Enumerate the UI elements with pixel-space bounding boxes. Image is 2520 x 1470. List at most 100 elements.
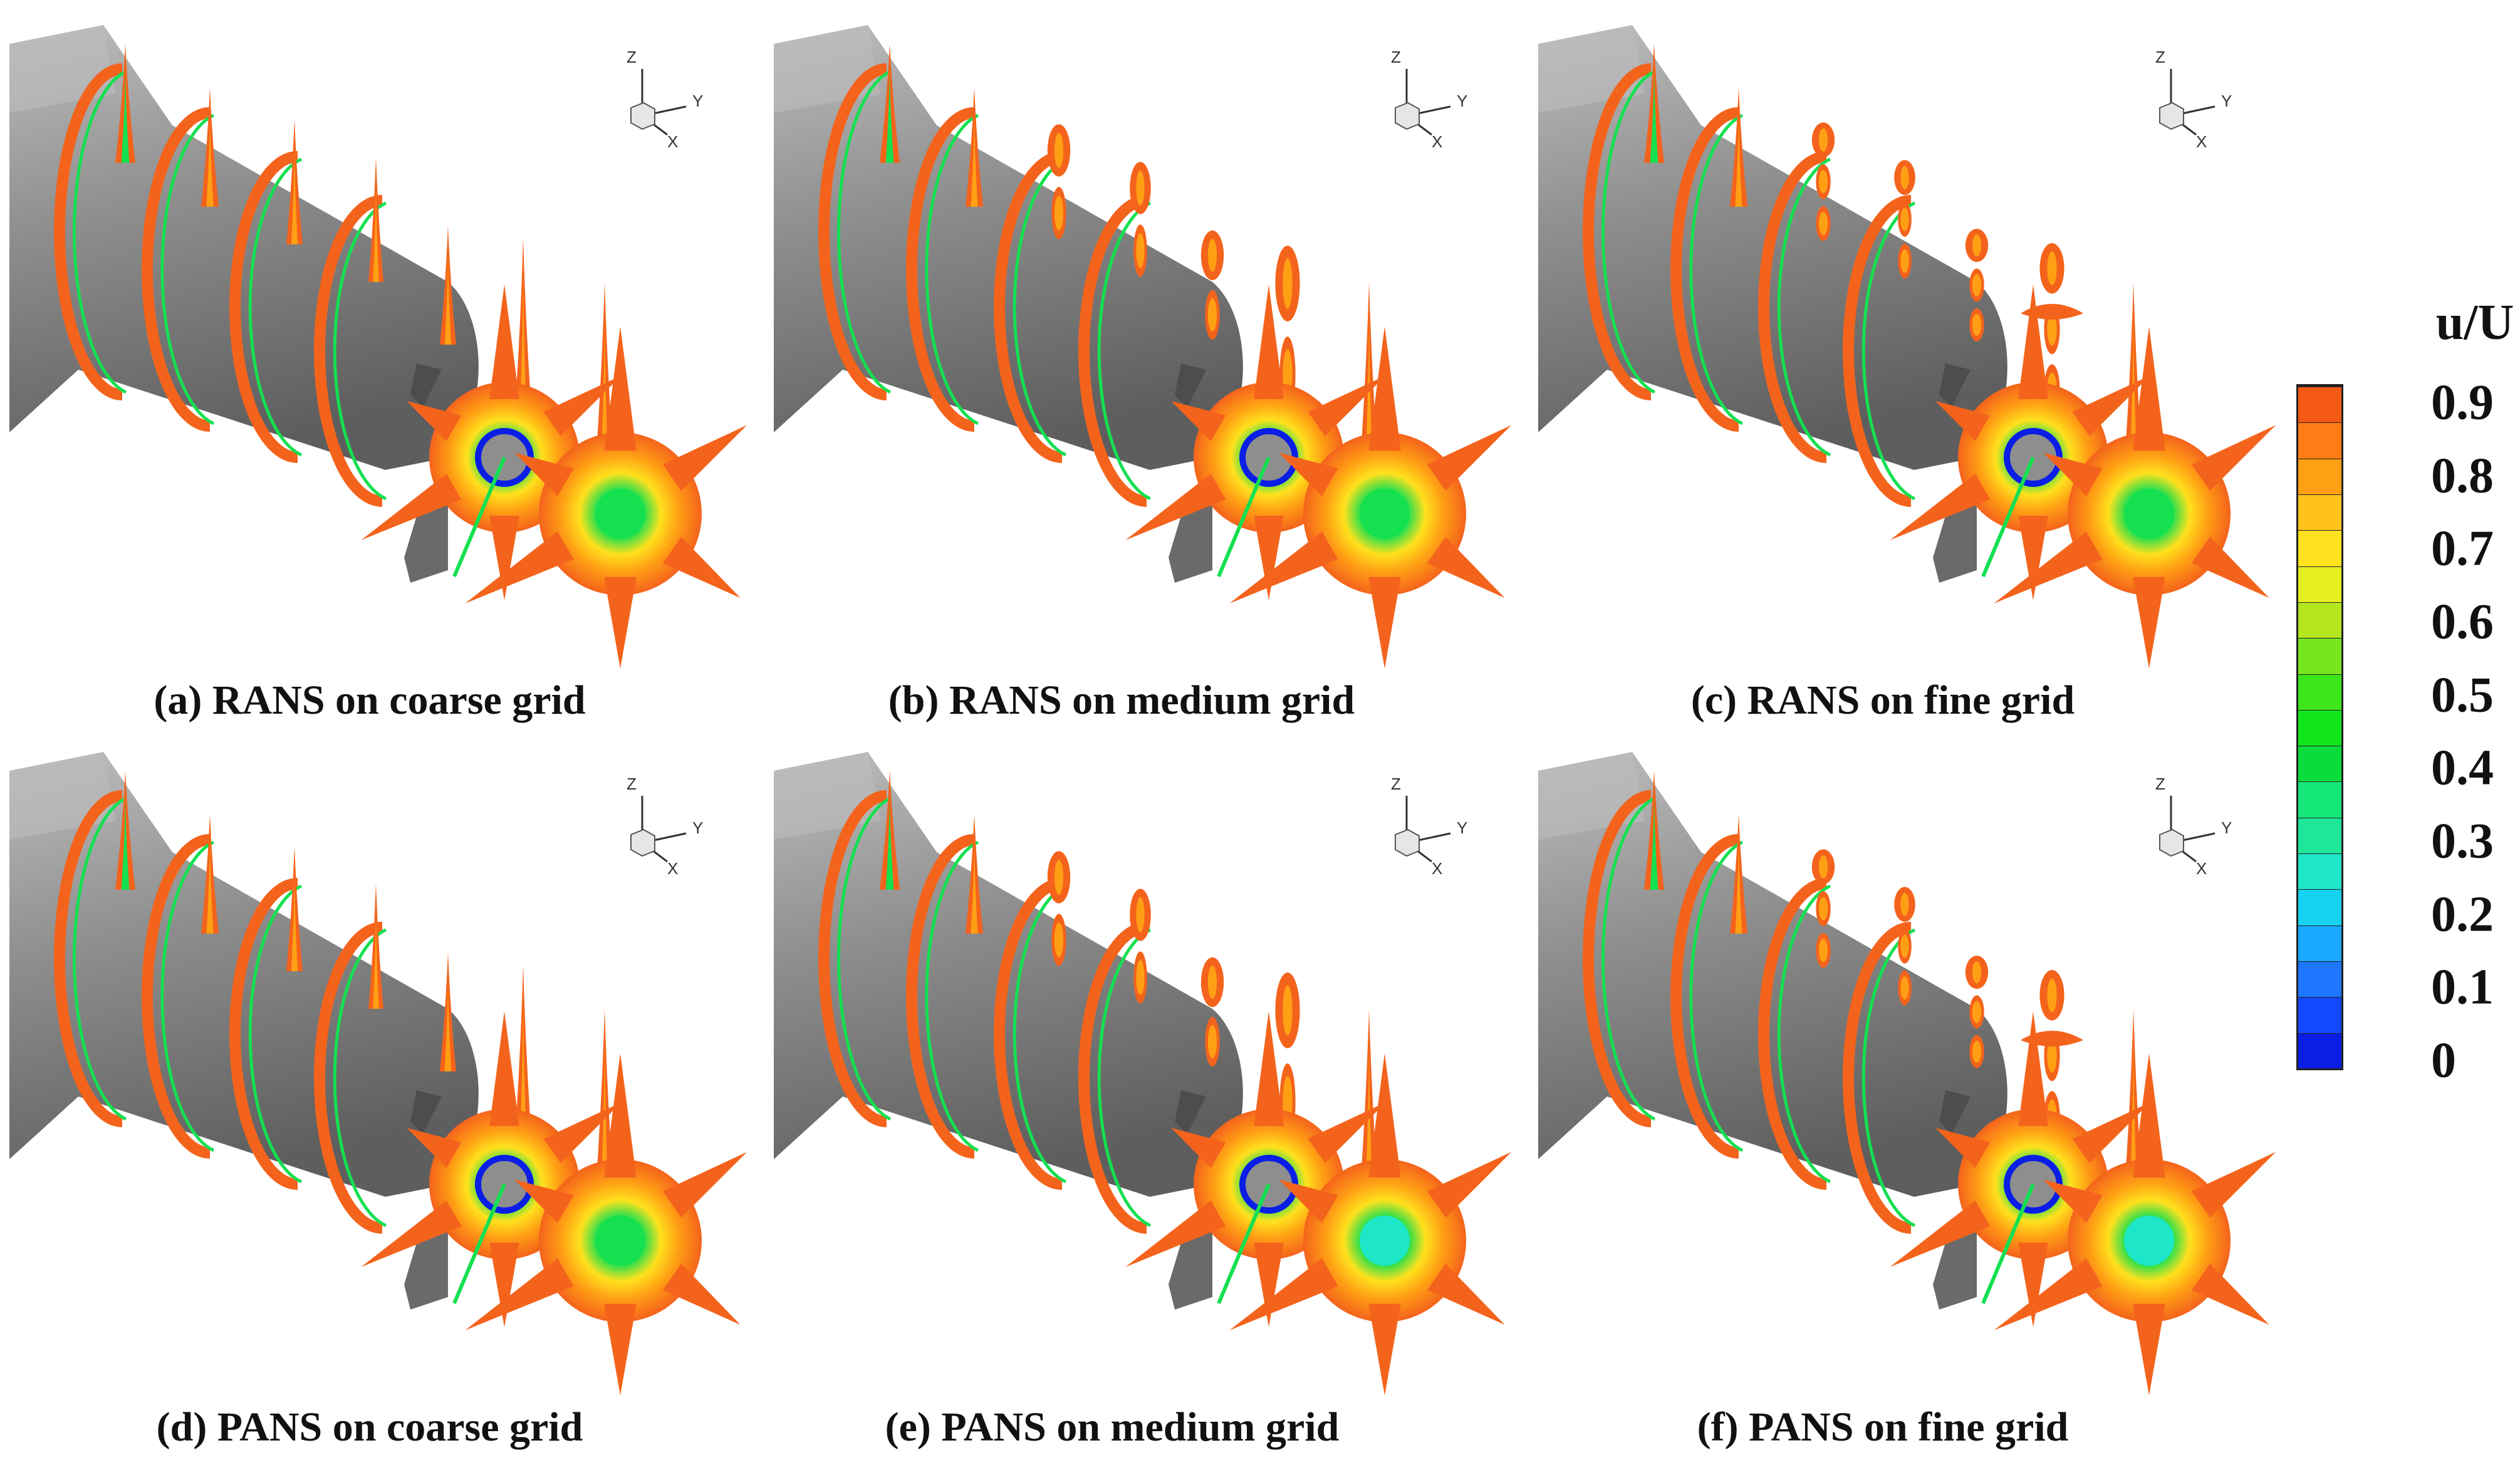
colorbar-band xyxy=(2298,529,2341,566)
wake-ring-inner xyxy=(925,113,979,425)
wake-blob-core xyxy=(2047,1039,2057,1073)
wake-blob-core xyxy=(1900,892,1909,916)
wake-blob-core xyxy=(1207,298,1217,331)
wake-core xyxy=(1360,489,1410,539)
colorbar-tick-label: 0 xyxy=(2431,1033,2456,1088)
wake-sheet xyxy=(1217,1183,1271,1305)
sail-wake-core xyxy=(971,107,978,207)
wake-ring xyxy=(906,834,975,1159)
wake-ring-inner xyxy=(1861,928,1916,1228)
wake-ring xyxy=(818,790,887,1127)
wake-core xyxy=(1360,1216,1410,1266)
contour-plot: ZYX xyxy=(9,752,747,1395)
colorbar-band xyxy=(2298,781,2341,818)
contour-plot: ZYX xyxy=(774,25,1512,669)
wake-ring xyxy=(1758,878,1827,1190)
wake-core xyxy=(2124,1216,2174,1266)
wake-ring xyxy=(1843,922,1912,1234)
axis-label-z: Z xyxy=(2155,774,2165,793)
wake-ring xyxy=(1758,151,1827,463)
sail-wake-core xyxy=(206,833,214,934)
wake-blob-core xyxy=(1054,860,1064,895)
axis-label-y: Y xyxy=(2221,91,2232,110)
colorbar-band xyxy=(2298,386,2341,423)
colorbar-band xyxy=(2298,493,2341,531)
axis-triad: ZYX xyxy=(627,48,703,151)
colorbar-band xyxy=(2298,601,2341,639)
sail-wake-core xyxy=(373,175,379,282)
wake-ring-inner xyxy=(72,70,127,394)
sail-wake-core xyxy=(444,971,452,1071)
wake-blob-core xyxy=(1283,258,1293,309)
axis-label-z: Z xyxy=(627,48,637,66)
colorbar-band xyxy=(2298,637,2341,674)
colorbar-tick-label: 0.6 xyxy=(2431,594,2494,650)
wake-sheet xyxy=(1981,456,2035,578)
wake-blob-core xyxy=(1972,234,1982,257)
fin-top xyxy=(410,1090,442,1134)
wake-ring-inner xyxy=(1601,70,1656,394)
sail-wake-core xyxy=(121,63,130,163)
wake-blob-core xyxy=(1900,976,1909,1000)
sail-wake-core xyxy=(1735,107,1742,207)
wake-ring-inner xyxy=(333,201,387,501)
wake-ring xyxy=(1078,195,1147,507)
fin-bottom xyxy=(1933,495,1977,583)
wake-core xyxy=(595,1216,645,1266)
wake-blob-core xyxy=(1136,170,1145,206)
wake-ring-inner xyxy=(1689,840,1744,1152)
wake-ring xyxy=(314,922,383,1234)
wake-blob-core xyxy=(1818,939,1828,962)
wake-ring xyxy=(1583,63,1652,400)
wake-blob-core xyxy=(1900,934,1909,958)
wake-ring-inner xyxy=(1013,884,1067,1184)
wake-ring-inner xyxy=(72,796,127,1121)
colorbar-band xyxy=(2298,422,2341,459)
fin-bottom xyxy=(1169,1222,1212,1310)
wake-blob-core xyxy=(1972,961,1982,984)
wake-ring-inner xyxy=(160,113,215,425)
axis-triad: ZYX xyxy=(2155,48,2232,151)
axis-triad: ZYX xyxy=(627,774,703,878)
fin-bottom xyxy=(404,1222,448,1310)
contour-plot: ZYX xyxy=(9,25,747,669)
wake-ring-inner xyxy=(1013,157,1067,457)
colorbar-band xyxy=(2298,565,2341,602)
wake-sheet xyxy=(1981,1183,2035,1305)
wake-ring-inner xyxy=(1689,113,1744,425)
wake-sheet xyxy=(452,1183,506,1305)
sail-wake-core xyxy=(291,865,298,971)
wake-ring xyxy=(54,790,123,1127)
contour-plot: ZYX xyxy=(774,752,1512,1395)
wake-blob-core xyxy=(1972,313,1982,336)
colorbar-tick-label: 0.3 xyxy=(2431,813,2494,869)
wake-ring-inner xyxy=(1097,928,1152,1228)
wake-ring-inner xyxy=(248,157,303,457)
sail-wake-core xyxy=(206,107,214,207)
fin-bottom xyxy=(404,495,448,583)
fin-top xyxy=(410,363,442,407)
wake-ring-inner xyxy=(836,796,892,1121)
panel-caption-d: (d) PANS on coarse grid xyxy=(156,1404,583,1450)
colorbar-band xyxy=(2298,709,2341,746)
sail-wake-core xyxy=(971,833,978,934)
axis-label-y: Y xyxy=(692,91,703,110)
wake-ring xyxy=(1670,107,1739,432)
fin-bottom xyxy=(1169,495,1212,583)
panel-caption-b: (b) RANS on medium grid xyxy=(888,677,1355,723)
wake-core xyxy=(595,489,645,539)
wake-ring xyxy=(1843,195,1912,507)
wake-core xyxy=(2124,489,2174,539)
wake-ring xyxy=(142,107,211,432)
wake-ring xyxy=(906,107,975,432)
wake-ring xyxy=(229,151,298,463)
wake-ring xyxy=(314,195,383,507)
axis-triad: ZYX xyxy=(2155,774,2232,878)
colorbar xyxy=(2296,384,2343,1070)
colorbar-tick-label: 0.9 xyxy=(2431,375,2494,430)
